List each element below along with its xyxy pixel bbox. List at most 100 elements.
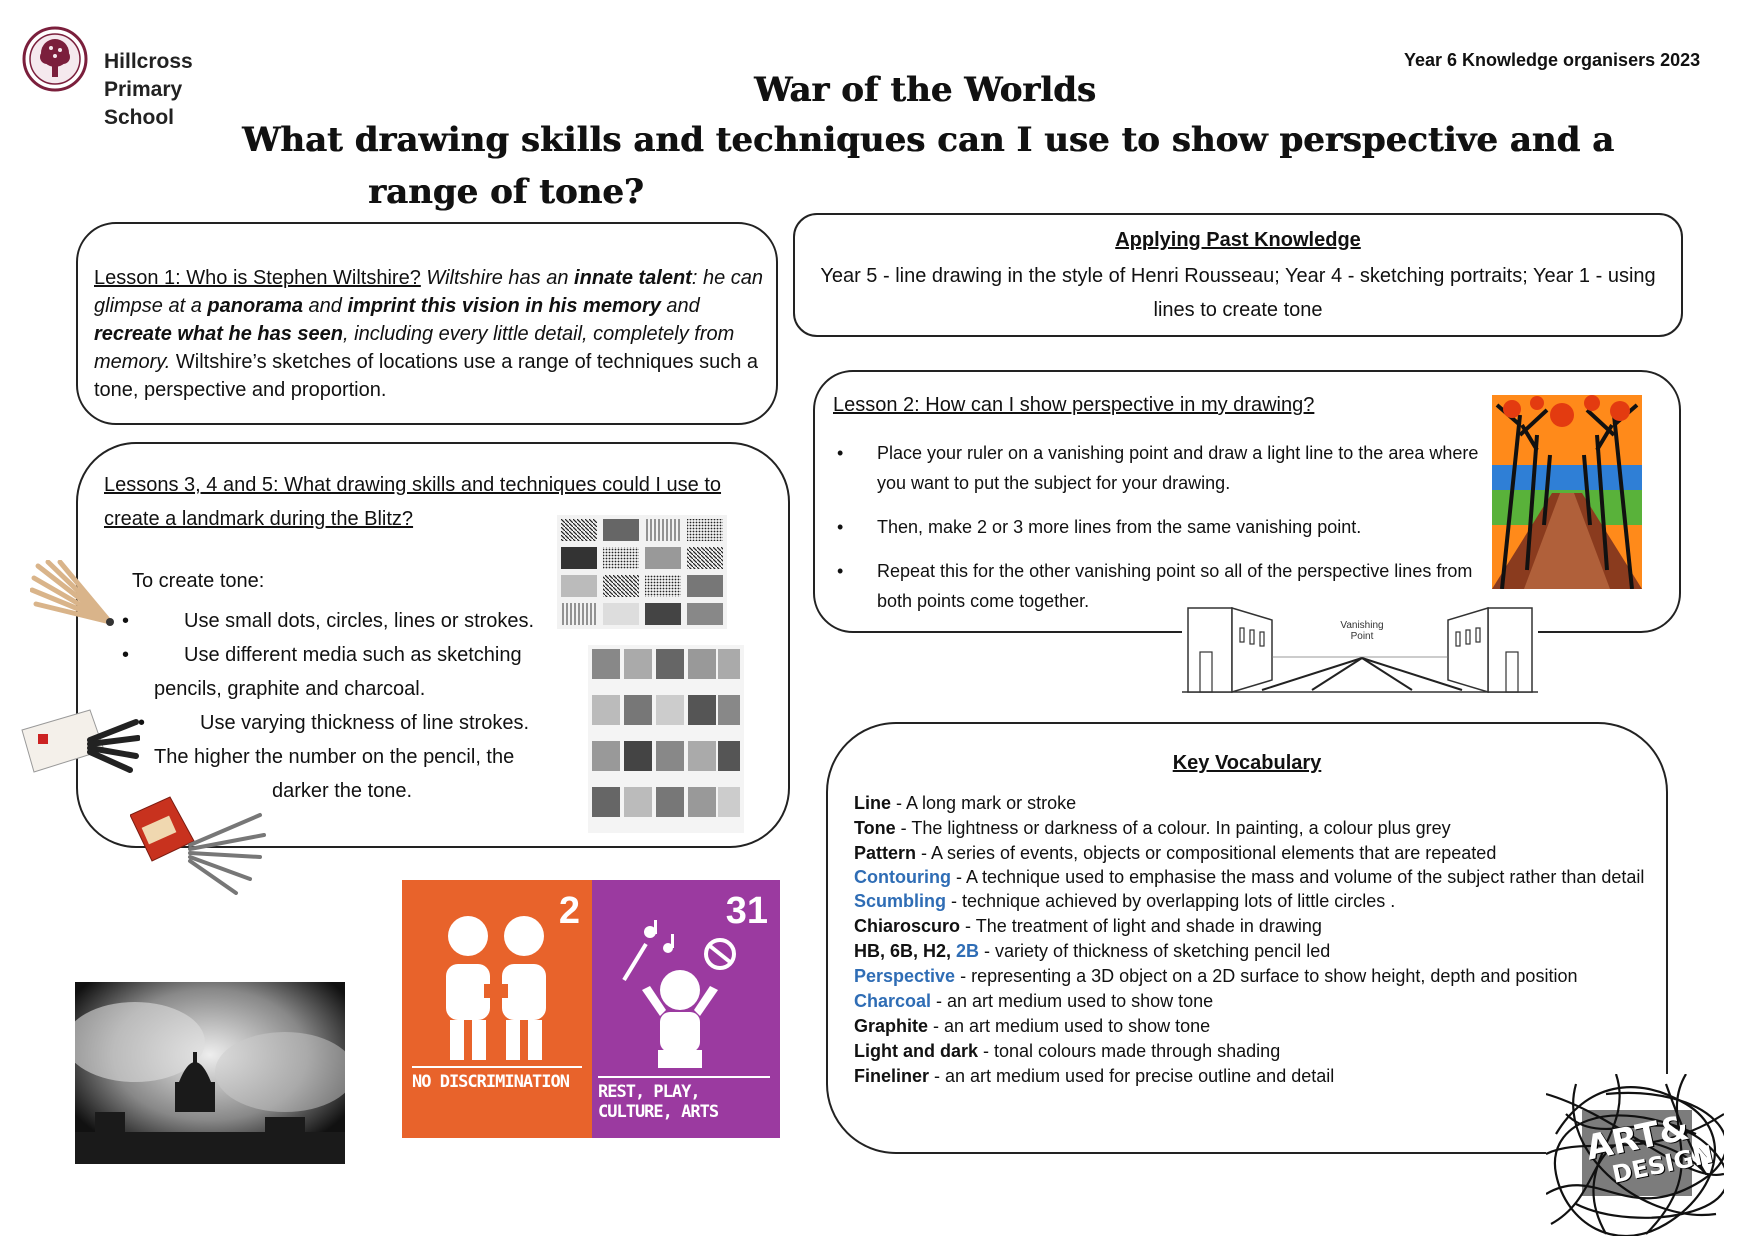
vocab-definition: - tonal colours made through shading xyxy=(978,1041,1281,1061)
lesson1-keyword: innate talent xyxy=(574,267,692,289)
vocab-term: Pattern xyxy=(854,843,917,863)
tone-tip-text: darker the tone. xyxy=(272,780,413,802)
shading-swatches-image xyxy=(557,515,727,629)
two-children-icon xyxy=(446,916,546,1060)
list-item: HB, 6B, H2, 2B - variety of thickness of… xyxy=(854,940,1654,962)
list-item: Chiaroscuro - The treatment of light and… xyxy=(854,915,1654,937)
vocab-definition: - The treatment of light and shade in dr… xyxy=(960,916,1322,936)
lesson1-text-part: : he can glimpse at a xyxy=(94,267,764,317)
lesson1-keyword: panorama xyxy=(207,295,303,317)
past-knowledge-card: Applying Past Knowledge Year 5 - line dr… xyxy=(793,213,1683,337)
tone-tip-text: The higher the number on the pencil, the xyxy=(154,746,515,768)
rights-badge-no-discrimination: 2 NO DISCRIMINATION xyxy=(402,880,592,1138)
sketching-pencils-image xyxy=(29,559,120,640)
vocab-term: Fineliner xyxy=(854,1066,930,1086)
rights-badge-rest-play: 31 REST, PLAY, CULTURE, ARTS xyxy=(592,880,780,1138)
rights-number: 2 xyxy=(558,890,580,932)
vocab-definition: - variety of thickness of sketching penc… xyxy=(979,941,1331,961)
page-subtitle-line2: range of tone? xyxy=(368,172,644,212)
year-label: Year 6 Knowledge organisers 2023 xyxy=(1404,50,1701,70)
lessons345-heading-line: Lessons 3, 4 and 5: What drawing skills … xyxy=(104,474,722,496)
rights-label-line: REST, PLAY, xyxy=(598,1082,701,1102)
art-design-logo: ART& DESIGN xyxy=(1546,1074,1724,1236)
vocab-term: Tone xyxy=(854,818,896,838)
list-item: •Use different media such as sketching xyxy=(122,644,522,666)
key-vocabulary-card: Key Vocabulary Line - A long mark or str… xyxy=(826,722,1668,1154)
past-knowledge-heading: Applying Past Knowledge xyxy=(1115,229,1361,251)
rights-number: 31 xyxy=(725,890,768,932)
vocab-term: Chiaroscuro xyxy=(854,916,961,936)
vocab-term: Scumbling xyxy=(854,891,947,911)
lesson1-text-part: and xyxy=(660,295,700,317)
list-item: Perspective - representing a 3D object o… xyxy=(854,965,1654,987)
past-knowledge-text: Year 5 - line drawing in the style of He… xyxy=(820,265,1656,321)
vocab-definition: - an art medium used to show tone xyxy=(931,991,1214,1011)
vocab-definition: - technique achieved by overlapping lots… xyxy=(946,891,1396,911)
list-item: •Use small dots, circles, lines or strok… xyxy=(122,610,535,632)
tone-intro: To create tone: xyxy=(132,570,265,592)
tone-tip-text: pencils, graphite and charcoal. xyxy=(154,678,426,700)
list-item: Pattern - A series of events, objects or… xyxy=(854,842,1654,864)
perspective-painting-image xyxy=(1492,395,1642,590)
rights-label: NO DISCRIMINATION xyxy=(412,1072,570,1092)
vocab-definition: - representing a 3D object on a 2D surfa… xyxy=(955,966,1578,986)
graphite-pack-image xyxy=(129,795,270,895)
vanishing-point-label: Vanishing Point xyxy=(1332,620,1392,642)
school-name-line: School xyxy=(104,106,175,129)
vocab-term: Light and dark xyxy=(854,1041,979,1061)
list-item: Fineliner - an art medium used for preci… xyxy=(854,1065,1654,1087)
vocab-term: Contouring xyxy=(854,867,951,887)
school-logo xyxy=(22,26,88,92)
lesson1-text-part: and xyxy=(302,295,348,317)
list-item: Place your ruler on a vanishing point an… xyxy=(819,438,1489,498)
tree-crest-icon xyxy=(22,26,88,92)
lesson1-heading: Lesson 1: Who is Stephen Wiltshire? xyxy=(94,267,421,289)
lesson1-text-part: , including every little detail, complet… xyxy=(94,323,735,373)
rights-label-line: CULTURE, ARTS xyxy=(598,1102,719,1122)
tone-tip-text: Use small dots, circles, lines or stroke… xyxy=(184,610,535,632)
vocab-heading: Key Vocabulary xyxy=(1172,752,1322,774)
vocab-definition: - A technique used to emphasise the mass… xyxy=(950,867,1645,887)
vanishing-point-diagram: Vanishing Point xyxy=(1182,600,1538,696)
page-title: War of the Worlds xyxy=(754,70,1096,110)
lesson1-card: Lesson 1: Who is Stephen Wiltshire? Wilt… xyxy=(76,222,778,425)
school-name-line: Hillcross xyxy=(104,50,193,73)
vocab-term: Perspective xyxy=(854,966,956,986)
lesson1-text-part: Wiltshire’s sketches of locations use a … xyxy=(94,351,759,401)
tone-tip-text: Use different media such as sketching xyxy=(184,644,522,666)
vocab-term: HB, 6B, H2, xyxy=(854,941,957,961)
rights-label: REST, PLAY, CULTURE, ARTS xyxy=(598,1082,719,1122)
list-item: Tone - The lightness or darkness of a co… xyxy=(854,817,1654,839)
school-name: Hillcross Primary School xyxy=(104,48,193,132)
list-item: Charcoal - an art medium used to show to… xyxy=(854,990,1654,1012)
lessons345-heading: Lessons 3, 4 and 5: What drawing skills … xyxy=(104,468,721,536)
vocab-term: 2B xyxy=(956,941,980,961)
vocab-definition: - an art medium used to show tone xyxy=(928,1016,1211,1036)
list-item: •Use varying thickness of line strokes. xyxy=(138,712,530,734)
list-item: Contouring - A technique used to emphasi… xyxy=(854,867,1654,887)
vocab-list: Line - A long mark or stroke Tone - The … xyxy=(854,792,1654,1090)
list-item: Repeat this for the other vanishing poin… xyxy=(819,556,1489,616)
list-item: Light and dark - tonal colours made thro… xyxy=(854,1040,1654,1062)
vocab-definition: - an art medium used for precise outline… xyxy=(929,1066,1335,1086)
vocab-term: Line xyxy=(854,793,892,813)
vocab-definition: - A long mark or stroke xyxy=(891,793,1077,813)
list-item: Graphite - an art medium used to show to… xyxy=(854,1015,1654,1037)
lesson2-steps: Place your ruler on a vanishing point an… xyxy=(819,438,1489,630)
vocab-definition: - A series of events, objects or composi… xyxy=(916,843,1497,863)
lesson1-keyword: imprint this vision in his memory xyxy=(347,295,661,317)
child-playing-icon xyxy=(622,920,736,1068)
tone-tips: •Use small dots, circles, lines or strok… xyxy=(122,604,642,808)
lessons345-heading-line: create a landmark during the Blitz? xyxy=(104,508,414,530)
page-subtitle-line1: What drawing skills and techniques can I… xyxy=(242,120,1615,160)
lesson2-heading: Lesson 2: How can I show perspective in … xyxy=(833,394,1315,416)
list-item: Line - A long mark or stroke xyxy=(854,792,1654,814)
lesson1-text: Lesson 1: Who is Stephen Wiltshire? Wilt… xyxy=(94,264,764,404)
vocab-term: Graphite xyxy=(854,1016,929,1036)
vanishing-point-label-line: Vanishing xyxy=(1340,620,1384,631)
school-name-line: Primary xyxy=(104,78,183,101)
vanishing-point-label-line: Point xyxy=(1350,631,1374,642)
list-item: Scumbling - technique achieved by overla… xyxy=(854,890,1654,912)
texture-chart-image xyxy=(588,645,744,833)
charcoal-pack-image xyxy=(20,700,141,780)
